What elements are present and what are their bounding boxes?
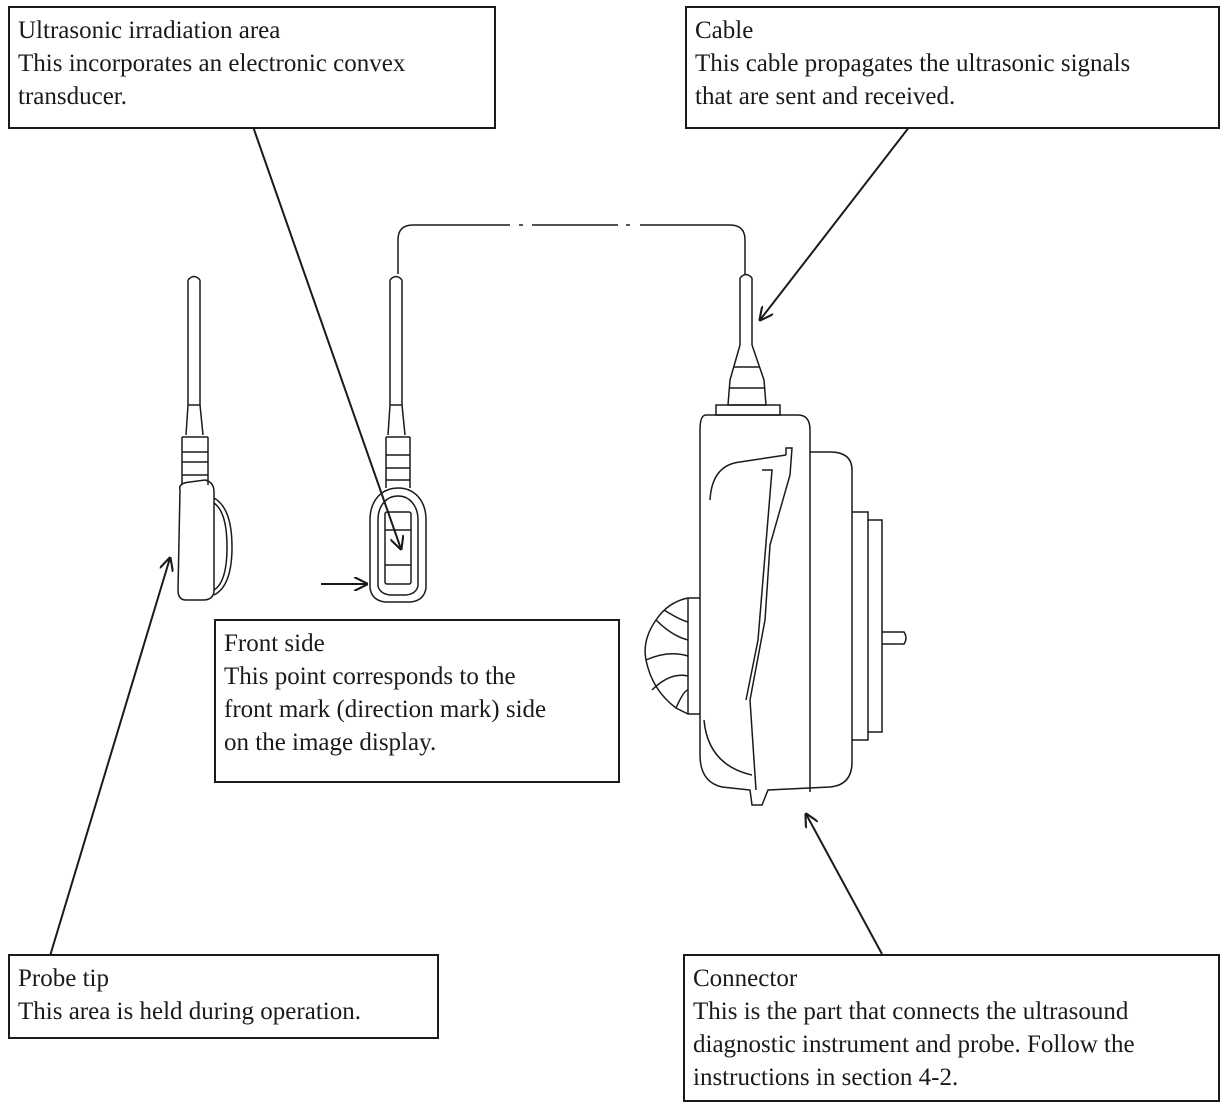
probe-side-shaft-top xyxy=(187,275,201,281)
probe-side-view xyxy=(177,275,233,601)
callout-ultrasonic-irradiation-area: Ultrasonic irradiation area This incorpo… xyxy=(8,6,496,129)
probe-front-head xyxy=(369,487,427,603)
connector-knob xyxy=(644,597,700,715)
callout-text-line: instructions in section 4-2. xyxy=(693,1064,959,1091)
callout-title: Front side xyxy=(224,630,325,657)
callout-front-side: Front side This point corresponds to the… xyxy=(214,619,620,783)
probe-front-shaft xyxy=(387,280,406,436)
connector-pin xyxy=(882,631,907,645)
callout-text-line: that are sent and received. xyxy=(695,83,956,110)
callout-title: Ultrasonic irradiation area xyxy=(18,17,281,44)
callout-cable: Cable This cable propagates the ultrason… xyxy=(685,6,1220,129)
callout-text-line: This point corresponds to the xyxy=(224,663,516,690)
callout-title: Connector xyxy=(693,965,798,992)
probe-side-lens xyxy=(213,497,233,596)
probe-side-head xyxy=(177,479,215,601)
callout-text-line: This is the part that connects the ultra… xyxy=(693,998,1129,1025)
connector-housing xyxy=(699,414,853,806)
callout-text-line: This incorporates an electronic convex xyxy=(18,50,406,77)
leader-connector xyxy=(806,814,883,955)
callout-text-line: on the image display. xyxy=(224,729,437,756)
callout-text-line: This cable propagates the ultrasonic sig… xyxy=(695,50,1131,77)
callout-title: Cable xyxy=(695,17,754,44)
callout-text-line: diagnostic instrument and probe. Follow … xyxy=(693,1031,1135,1058)
leader-lines xyxy=(49,117,911,957)
probe-side-shaft xyxy=(185,280,204,436)
callout-text-line: front mark (direction mark) side xyxy=(224,696,547,723)
callout-text-line: This area is held during operation. xyxy=(18,998,361,1025)
callout-title: Probe tip xyxy=(18,965,109,992)
connector-plate xyxy=(852,511,883,741)
callout-probe-tip: Probe tip This area is held during opera… xyxy=(8,954,439,1039)
connector-cable-stub xyxy=(739,278,753,345)
probe-side-neck xyxy=(181,437,209,485)
probe-front-view xyxy=(369,275,427,603)
callout-connector: Connector This is the part that connects… xyxy=(683,954,1220,1102)
leader-cable xyxy=(760,125,911,320)
leader-probe-tip xyxy=(49,558,170,957)
leader-ultrasonic xyxy=(249,117,401,549)
connector-body xyxy=(644,273,907,806)
transducer-window xyxy=(384,511,412,585)
cable xyxy=(397,224,746,274)
connector-strain-relief xyxy=(727,344,767,406)
callout-text-line: transducer. xyxy=(18,83,127,110)
